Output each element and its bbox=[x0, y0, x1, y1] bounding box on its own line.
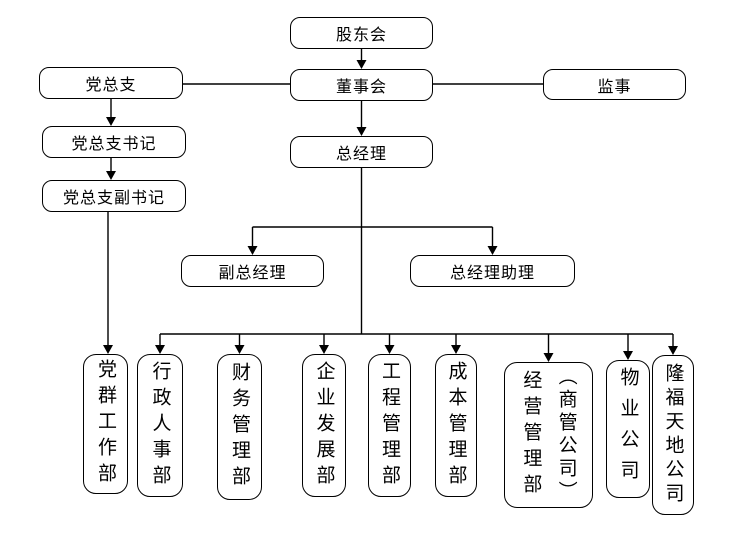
department-label: 物业公司 bbox=[617, 367, 639, 491]
edge-rail-dept-8 bbox=[668, 334, 678, 355]
edge-rail-dept-2 bbox=[234, 334, 245, 354]
edge-shareholders-board bbox=[356, 49, 367, 69]
department-label: 行政人事部 bbox=[149, 360, 171, 491]
node-gm-assistant: 总经理助理 bbox=[410, 255, 575, 287]
department-label: 隆福天地公司 bbox=[662, 363, 684, 507]
department-box-longfu-tiandi-company: 隆福天地公司 bbox=[652, 355, 694, 515]
node-board-label: 董事会 bbox=[335, 79, 387, 96]
department-label: 经营管理部 bbox=[520, 370, 542, 500]
department-box-engineering: 工程管理部 bbox=[368, 354, 411, 497]
department-label: 企业发展部 bbox=[313, 360, 335, 491]
node-supervisor-label: 监事 bbox=[597, 78, 632, 96]
department-box-party-masses-work: 党群工作部 bbox=[83, 354, 128, 494]
edge-rail-dept-5 bbox=[451, 334, 461, 354]
node-deputy-general-manager-label: 副总经理 bbox=[218, 265, 287, 282]
department-label: 工程管理部 bbox=[379, 360, 400, 491]
department-label: 财务管理部 bbox=[229, 362, 250, 492]
node-shareholders: 股东会 bbox=[290, 17, 433, 49]
node-party-secretary-label: 党总支书记 bbox=[71, 136, 157, 153]
department-label: 成本管理部 bbox=[445, 360, 467, 491]
node-gm-assistant-label: 总经理助理 bbox=[449, 265, 535, 282]
edge-party-branch-secretary bbox=[106, 99, 116, 126]
edge-gm-deputy-and-assistant bbox=[247, 226, 498, 255]
department-box-cost-management: 成本管理部 bbox=[435, 354, 477, 497]
node-party-branch: 党总支 bbox=[39, 67, 183, 99]
department-sublabel: （商管公司） bbox=[555, 366, 577, 504]
node-party-secretary: 党总支书记 bbox=[42, 126, 186, 158]
node-deputy-general-manager: 副总经理 bbox=[181, 255, 324, 287]
edge-rail-dept-7 bbox=[623, 334, 633, 360]
department-label: 党群工作部 bbox=[95, 359, 116, 489]
edge-secretary-deputy-secretary bbox=[106, 158, 116, 180]
edge-rail-dept-1 bbox=[155, 334, 165, 354]
node-supervisor: 监事 bbox=[543, 69, 686, 100]
department-box-enterprise-development: 企业发展部 bbox=[302, 354, 346, 497]
department-box-property-company: 物业公司 bbox=[606, 360, 650, 498]
edge-board-general-manager bbox=[356, 101, 367, 136]
node-party-branch-label: 党总支 bbox=[85, 77, 137, 94]
node-general-manager-label: 总经理 bbox=[335, 146, 387, 163]
edge-rail-dept-4 bbox=[384, 334, 395, 354]
department-box-operations-management: 经营管理部 （商管公司） bbox=[504, 362, 593, 508]
node-party-deputy-secretary-label: 党总支副书记 bbox=[62, 190, 165, 207]
node-general-manager: 总经理 bbox=[290, 136, 433, 168]
department-box-admin-personnel: 行政人事部 bbox=[137, 354, 183, 497]
edge-rail-dept-3 bbox=[319, 334, 329, 354]
node-shareholders-label: 股东会 bbox=[335, 27, 387, 44]
edge-deputy-secretary-dept-0 bbox=[103, 212, 113, 354]
node-party-deputy-secretary: 党总支副书记 bbox=[42, 180, 186, 212]
node-board: 董事会 bbox=[290, 69, 433, 101]
edge-rail-dept-6 bbox=[543, 334, 554, 362]
department-box-finance: 财务管理部 bbox=[217, 354, 262, 500]
